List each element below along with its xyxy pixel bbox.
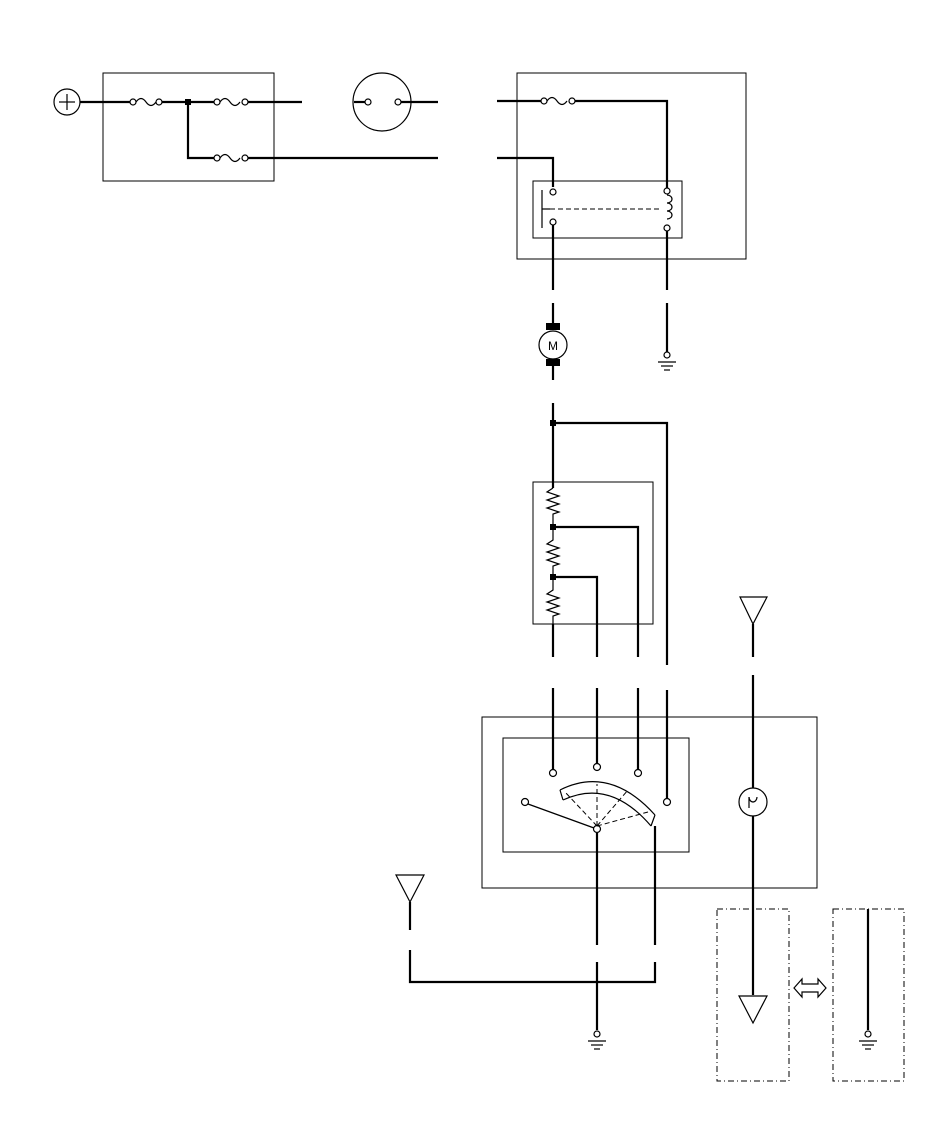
switch-assembly-box xyxy=(481,716,818,889)
relay-coil-icon xyxy=(663,187,673,232)
relay-box xyxy=(516,72,747,260)
variant-box-a xyxy=(716,908,790,1082)
ground-symbol-icon xyxy=(588,1030,606,1050)
resistor-icon xyxy=(545,530,561,578)
ground-symbol-icon xyxy=(658,351,676,371)
motor-icon: M xyxy=(538,323,568,366)
relay-switch-feed-wire xyxy=(497,156,555,187)
relay-inner-box xyxy=(532,180,683,239)
fuse-main-icon xyxy=(80,97,214,107)
battery-positive-icon xyxy=(53,88,81,116)
ground-symbol-icon xyxy=(859,1030,877,1050)
splice-junction xyxy=(185,99,191,105)
wire-resistor-tap-1 xyxy=(553,525,640,657)
illumination-input-icon xyxy=(739,596,768,626)
illumination-input-icon xyxy=(395,874,425,904)
double-arrow-icon xyxy=(793,977,827,999)
wire-resistor-tap-2 xyxy=(553,575,599,657)
fuse-upper-icon xyxy=(213,97,302,107)
rotary-switch-icon xyxy=(520,762,672,834)
motor-label: M xyxy=(548,339,558,353)
relay-fuse-icon xyxy=(497,96,669,188)
wire-motor-bypass xyxy=(553,421,669,665)
fuse-box xyxy=(102,72,275,182)
resistor-icon xyxy=(545,487,561,528)
illumination-output-icon xyxy=(738,995,768,1025)
resistor-icon xyxy=(545,580,561,636)
fuse-lower-icon xyxy=(186,105,438,163)
resistor-block xyxy=(532,481,654,625)
ignition-switch-icon xyxy=(352,72,438,132)
bulb-icon xyxy=(738,787,768,817)
